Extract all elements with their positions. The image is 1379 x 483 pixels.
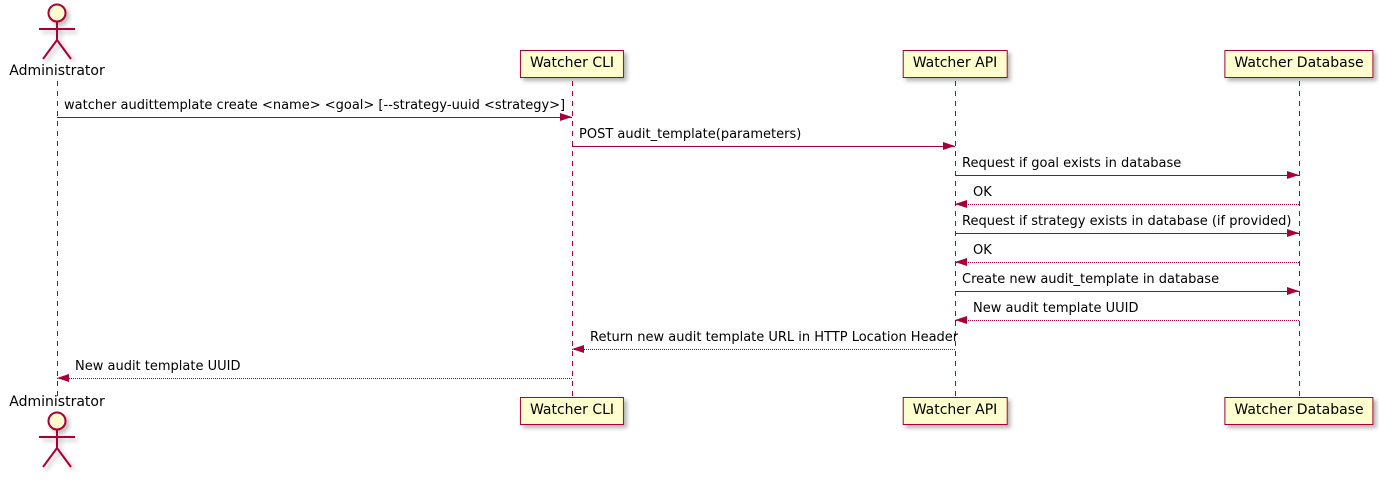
- message-line: [572, 146, 955, 147]
- actor-label-administrator-top: Administrator: [9, 63, 105, 79]
- actor-figure-administrator-top: [34, 3, 80, 67]
- lifeline-watcher-cli: [571, 81, 573, 396]
- arrowhead-right-icon: [943, 142, 955, 150]
- message-line: [955, 291, 1299, 292]
- actor-icon: [39, 411, 75, 468]
- arrowhead-right-icon: [1287, 229, 1299, 237]
- arrowhead-left-icon: [955, 258, 967, 266]
- lifeline-watcher-api: [954, 81, 956, 396]
- message-line: [955, 175, 1299, 176]
- participant-box-watcher-cli-top: Watcher CLI: [519, 50, 625, 78]
- message-line: [955, 320, 1299, 321]
- participant-box-watcher-api-bottom: Watcher API: [902, 397, 1008, 425]
- arrowhead-right-icon: [560, 113, 572, 121]
- participant-box-watcher-database-top: Watcher Database: [1224, 50, 1374, 78]
- message-label: New audit template UUID: [75, 359, 241, 374]
- lifeline-watcher-database: [1298, 81, 1300, 396]
- message-line: [955, 262, 1299, 263]
- message-label: Return new audit template URL in HTTP Lo…: [590, 330, 959, 345]
- arrowhead-left-icon: [955, 316, 967, 324]
- participant-box-watcher-api-top: Watcher API: [902, 50, 1008, 78]
- message-label: watcher audittemplate create <name> <goa…: [64, 98, 566, 113]
- actor-icon: [39, 3, 75, 60]
- participant-box-watcher-database-bottom: Watcher Database: [1224, 397, 1374, 425]
- message-label: Request if strategy exists in database (…: [962, 214, 1292, 229]
- actor-figure-administrator-bottom: [34, 411, 80, 475]
- message-label: OK: [973, 243, 992, 258]
- message-line: [572, 349, 955, 350]
- participant-box-watcher-cli-bottom: Watcher CLI: [519, 397, 625, 425]
- lifeline-administrator: [56, 81, 58, 396]
- message-label: Create new audit_template in database: [962, 272, 1220, 287]
- message-label: POST audit_template(parameters): [579, 127, 802, 142]
- actor-label-administrator-bottom: Administrator: [9, 394, 105, 410]
- message-line: [57, 378, 572, 379]
- message-line: [955, 204, 1299, 205]
- message-label: Request if goal exists in database: [962, 156, 1182, 171]
- arrowhead-right-icon: [1287, 171, 1299, 179]
- arrowhead-left-icon: [57, 374, 69, 382]
- message-label: New audit template UUID: [973, 301, 1139, 316]
- message-line: [57, 117, 572, 118]
- arrowhead-right-icon: [1287, 287, 1299, 295]
- message-label: OK: [973, 185, 992, 200]
- arrowhead-left-icon: [572, 345, 584, 353]
- message-line: [955, 233, 1299, 234]
- arrowhead-left-icon: [955, 200, 967, 208]
